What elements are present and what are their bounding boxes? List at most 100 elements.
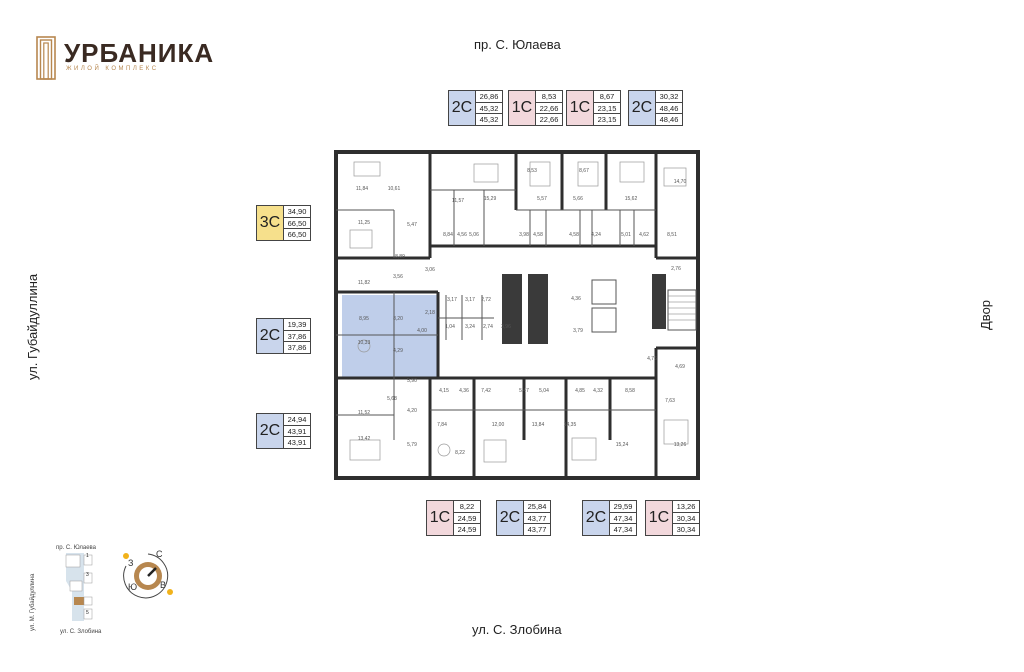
room-area: 11,82 xyxy=(358,280,370,286)
living-area: 13,26 xyxy=(673,501,699,513)
room-area: 5,68 xyxy=(387,396,397,402)
living-area: 24,94 xyxy=(284,414,310,426)
living-area: 29,59 xyxy=(610,501,636,513)
room-area: 2,76 xyxy=(671,266,681,272)
living-area: 30,32 xyxy=(656,91,682,103)
room-area: 4,69 xyxy=(675,364,685,370)
compass-west: З xyxy=(128,558,134,568)
room-area: 4,36 xyxy=(459,388,469,394)
total-area: 37,86 xyxy=(284,331,310,343)
room-area: 4,00 xyxy=(417,328,427,334)
room-area-labels: 11,84 10,61 11,57 15,29 8,53 8,67 15,62 … xyxy=(356,168,687,456)
total-area: 43,91 xyxy=(284,426,310,438)
minimap-street-left: ул. М. Губайдуллина xyxy=(30,573,36,631)
living-area: 34,90 xyxy=(284,206,310,218)
apartment-type: 2С xyxy=(583,501,610,535)
living-area: 8,22 xyxy=(454,501,480,513)
apartment-type: 1С xyxy=(509,91,536,125)
street-top: пр. С. Юлаева xyxy=(474,37,561,52)
room-area: 2,74 xyxy=(483,324,493,330)
living-area: 8,53 xyxy=(536,91,562,103)
room-area: 11,52 xyxy=(358,410,370,416)
apartment-type: 2С xyxy=(497,501,524,535)
price-area: 23,15 xyxy=(597,115,617,125)
apartment-type: 2С xyxy=(449,91,476,125)
room-area: 8,58 xyxy=(625,388,635,394)
street-bottom: ул. С. Злобина xyxy=(472,622,562,637)
room-area: 11,25 xyxy=(358,220,370,226)
price-area: 45,32 xyxy=(479,115,499,125)
elevator-shaft xyxy=(502,274,522,344)
compass-north: С xyxy=(156,549,163,559)
total-area: 66,50 xyxy=(284,218,310,230)
price-area: 66,50 xyxy=(287,230,307,240)
room-area: 3,24 xyxy=(465,324,475,330)
apartment-type: 1С xyxy=(427,501,454,535)
price-area: 30,34 xyxy=(676,525,696,535)
room-area: 10,33 xyxy=(358,340,371,346)
room-area: 13,84 xyxy=(532,422,545,428)
room-area: 4,62 xyxy=(639,232,649,238)
room-area: 4,32 xyxy=(593,388,603,394)
room-area: 4,58 xyxy=(533,232,543,238)
room-area: 11,57 xyxy=(452,198,464,204)
room-area: 15,24 xyxy=(616,442,629,448)
room-area: 4,56 xyxy=(457,232,467,238)
apartment-type: 3С xyxy=(257,206,284,240)
shaft-box xyxy=(591,307,617,333)
minimap-street-bottom: ул. С. Злобина xyxy=(60,629,102,635)
room-area: 7,42 xyxy=(481,388,491,394)
room-area: 4,15 xyxy=(439,388,449,394)
living-area: 26,86 xyxy=(476,91,502,103)
room-area: 3,98 xyxy=(519,232,529,238)
elevator-shaft xyxy=(652,274,666,329)
room-area: 5,90 xyxy=(407,378,417,384)
living-area: 25,84 xyxy=(524,501,550,513)
room-area: 8,53 xyxy=(527,168,537,174)
room-area: 4,29 xyxy=(393,348,403,354)
total-area: 45,32 xyxy=(476,103,502,115)
room-area: 13,42 xyxy=(358,436,371,442)
room-area: 7,63 xyxy=(665,398,675,404)
brand-subtitle: ЖИЛОЙ КОМПЛЕКС xyxy=(66,66,159,72)
price-area: 37,86 xyxy=(287,343,307,353)
room-area: 5,01 xyxy=(621,232,631,238)
room-area: 2,18 xyxy=(425,310,435,316)
room-area: 3,56 xyxy=(393,274,403,280)
total-area: 43,77 xyxy=(524,513,550,525)
room-area: 4,36 xyxy=(571,296,581,302)
apartment-type: 2С xyxy=(257,414,284,448)
compass-east: В xyxy=(160,580,167,590)
compass-south: Ю xyxy=(128,582,138,592)
total-area: 23,15 xyxy=(594,103,620,115)
room-area: 5,47 xyxy=(519,388,529,394)
total-area: 30,34 xyxy=(673,513,699,525)
compass-dial-icon xyxy=(123,553,173,599)
total-area: 22,66 xyxy=(536,103,562,115)
room-area: 15,62 xyxy=(625,196,638,202)
room-area: 3,79 xyxy=(573,328,583,334)
room-area: 5,47 xyxy=(407,222,417,228)
room-area: 3,06 xyxy=(425,267,435,273)
room-area: 5,79 xyxy=(407,442,417,448)
highlighted-apartment[interactable] xyxy=(342,295,438,377)
street-right: Двор xyxy=(978,299,993,330)
logo-icon xyxy=(36,36,56,80)
thin-walls xyxy=(336,189,656,440)
price-area: 22,66 xyxy=(539,115,559,125)
room-area: 3,96 xyxy=(501,324,511,330)
room-area: 8,95 xyxy=(359,316,369,322)
apartment-type: 2С xyxy=(257,319,284,353)
total-area: 24,59 xyxy=(454,513,480,525)
